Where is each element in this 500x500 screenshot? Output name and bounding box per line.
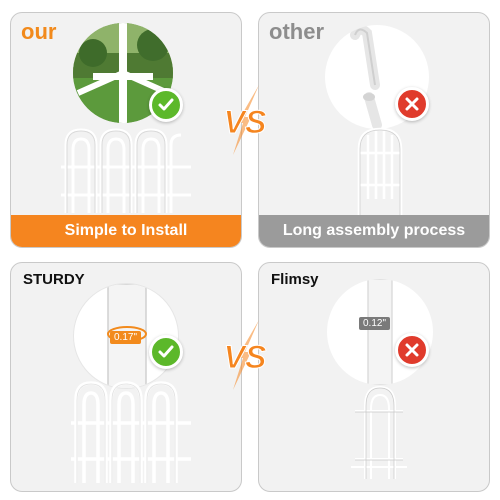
fence-section-illustration [351, 385, 407, 479]
simple-to-install-banner: Simple to Install [11, 215, 241, 247]
fence-section-illustration [357, 127, 403, 215]
flimsy-label: Flimsy [271, 271, 319, 288]
vs-mark: VS [223, 85, 268, 155]
cross-mark-icon [395, 87, 429, 121]
install-closeup-photo [73, 23, 173, 123]
sturdy-panel: STURDY 0.17" [10, 262, 242, 492]
cross-mark-icon [395, 333, 429, 367]
thickness-label: 0.17" [110, 331, 142, 344]
long-assembly-banner: Long assembly process [259, 215, 489, 247]
vs-text: VS [224, 104, 267, 140]
our-product-panel: our [10, 12, 242, 248]
other-product-panel: other Long assembly process [258, 12, 490, 248]
our-label: our [21, 19, 57, 44]
check-mark-icon [149, 88, 183, 122]
check-mark-icon [149, 335, 183, 369]
vs-text: VS [224, 339, 267, 375]
thin-tube-closeup [327, 279, 433, 385]
sturdy-label: STURDY [23, 271, 85, 288]
fence-panel-illustration [61, 128, 191, 213]
vs-mark: VS [223, 320, 268, 390]
fence-panel-illustration [71, 381, 191, 483]
flimsy-panel: Flimsy 0.12" [258, 262, 490, 492]
thickness-label: 0.12" [359, 317, 391, 330]
other-label: other [269, 19, 324, 44]
